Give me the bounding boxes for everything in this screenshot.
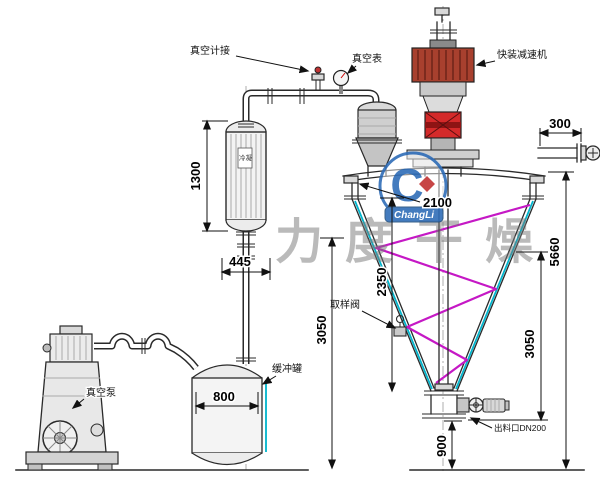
label-sample-valve: 取样阀 — [330, 298, 360, 311]
dim-2350: 2350 — [374, 268, 389, 297]
logo-diamond-icon — [419, 176, 435, 192]
discharge-valve — [456, 397, 510, 413]
dim-5660: 5660 — [547, 238, 562, 267]
dim-1300: 1300 — [188, 162, 203, 191]
watermark: 力度干燥 C ChangLi — [275, 151, 555, 269]
side-nozzle — [537, 143, 600, 163]
valve-wheel-icon — [395, 314, 405, 324]
brand-logo: C ChangLi — [378, 151, 448, 223]
jacket-line-right — [455, 200, 534, 390]
drive-assembly — [406, 7, 480, 177]
buffer-tank — [191, 364, 267, 465]
dimensions: 1300 445 800 3050 2350 2100 300 5660 305… — [187, 115, 583, 470]
nameplate — [237, 147, 253, 169]
dim-2100: 2100 — [423, 195, 452, 210]
lid-filter-funnel — [352, 101, 402, 177]
label-vacuum-gauge: 真空表 — [352, 52, 382, 65]
gear-motor — [411, 47, 475, 83]
logo-letter: C — [390, 159, 423, 211]
dim-800: 800 — [213, 389, 235, 404]
label-vacuum-pump: 真空泵 — [86, 386, 116, 399]
watermark-text: 力度干燥 — [275, 216, 555, 269]
rotary-joint-icon — [434, 7, 450, 16]
gauge-fittings — [311, 66, 350, 94]
valve-motor — [482, 398, 506, 413]
label-buffer-tank: 缓冲罐 — [272, 362, 302, 375]
label-reducer: 快装减速机 — [497, 48, 547, 61]
label-vacuum-gauge-port: 真空计接 — [190, 44, 230, 57]
vacuum-dial-gauge — [332, 69, 350, 94]
label-discharge-port: 出料口DN200 — [494, 423, 546, 433]
condenser-tag-text: 冷凝 — [239, 153, 253, 162]
condenser: 冷凝 — [225, 120, 267, 236]
dim-3050-left: 3050 — [314, 316, 329, 345]
dim-900: 900 — [434, 435, 449, 457]
screw-agitator — [374, 203, 531, 384]
dim-3050-right: 3050 — [522, 330, 537, 359]
vacuum-piping — [94, 88, 380, 371]
labels: 真空计接 真空表 快装减速机 取样阀 缓冲罐 真空泵 出料口DN200 — [71, 43, 548, 434]
gauge-port-icon — [314, 66, 322, 74]
dim-445: 445 — [229, 254, 251, 269]
logo-banner-text: ChangLi — [394, 210, 434, 221]
vacuum-gauge-port-fitting — [311, 66, 325, 90]
dim-300: 300 — [549, 116, 571, 131]
